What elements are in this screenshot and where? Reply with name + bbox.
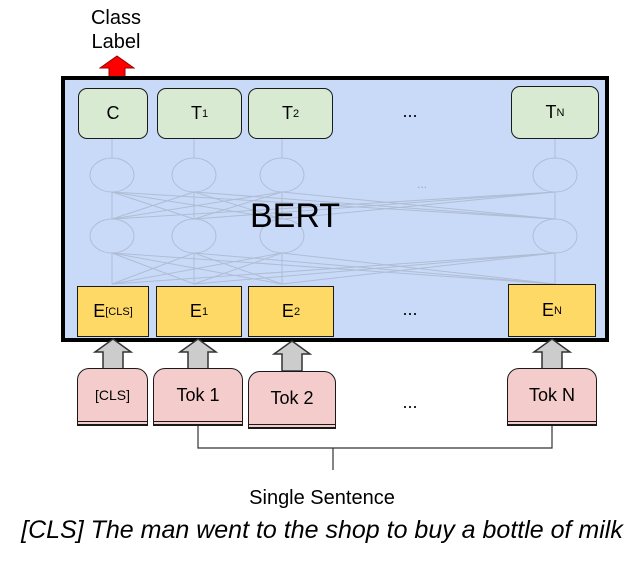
class-label-line2: Label [91,31,141,53]
arrow-up-icon-tok2 [271,340,313,372]
token-2-label: Tok 2 [270,387,314,408]
token-cls-box: [CLS] [77,368,148,422]
example-sentence: [CLS] The man went to the shop to buy a … [21,516,623,544]
arrow-up-icon-cls [92,338,134,370]
class-label-line1: Class [90,7,141,29]
embedding-e2-label: E [281,301,294,321]
token-cls-label: [CLS] [94,387,130,403]
output-t1-subscript: 1 [201,107,209,120]
token-ellipsis: ... [402,392,418,412]
embedding-e2-subscript: 2 [293,305,301,318]
embedding-e1-subscript: 1 [201,305,209,318]
embedding-en-subscript: N [554,304,562,317]
output-c-label: C [106,103,120,123]
sentence-type-label: Single Sentence [249,487,395,509]
output-tn-label: T [545,102,557,122]
arrow-up-icon-tokn [531,338,573,370]
arrow-up-icon-tok1 [177,338,219,370]
output-t2-subscript: 2 [292,107,300,120]
output-t1-label: T [190,103,202,123]
embedding-cls-subscript: [CLS] [105,305,133,318]
embedding-e1-label: E [189,301,202,321]
token-2-box: Tok 2 [248,371,336,425]
token-n-label: Tok N [528,384,575,405]
embedding-ellipsis: ... [402,299,418,319]
token-1-box: Tok 1 [153,368,243,422]
output-tn-subscript: N [556,106,565,119]
output-c-box: C [78,88,148,139]
output-t2-label: T [281,103,293,123]
token-n-box: Tok N [507,368,597,422]
output-ellipsis: ... [402,101,418,121]
bert-label: BERT [250,197,341,235]
embedding-cls-box: E[CLS] [77,286,149,337]
embedding-cls-label: E [93,301,106,321]
embedding-en-label: E [542,300,555,320]
svg-text:...: ... [417,177,427,191]
token-1-label: Tok 1 [176,384,220,405]
